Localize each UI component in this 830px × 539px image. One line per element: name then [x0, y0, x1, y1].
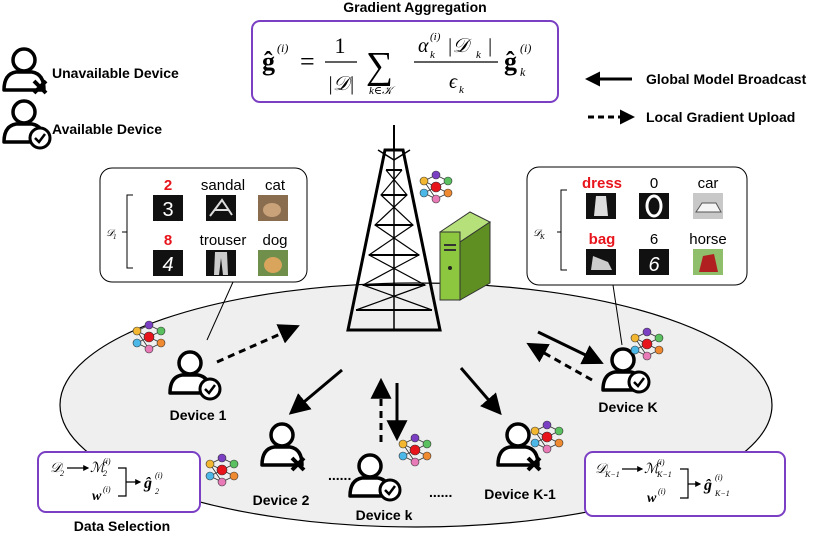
- server-model-icon: [419, 170, 453, 204]
- svg-text:k: k: [476, 49, 482, 61]
- svg-text:α: α: [418, 35, 429, 57]
- label-2: 2: [164, 177, 172, 194]
- svg-text:=: =: [300, 47, 315, 76]
- broadcast-arrow-d1: [288, 368, 343, 415]
- upload-arrow-d1: [216, 324, 300, 364]
- svg-text:(i): (i): [430, 31, 441, 43]
- svg-text:(i): (i): [657, 458, 665, 467]
- svg-text:ĝ: ĝ: [703, 477, 712, 494]
- broadcast-arrow-dK1: [459, 367, 502, 416]
- label-horse: horse: [689, 231, 727, 248]
- svg-text:(i): (i): [103, 457, 111, 466]
- deviceK-dataset-panel: [526, 166, 748, 286]
- label-dress: dress: [582, 175, 622, 192]
- label-car: car: [698, 175, 719, 192]
- mnist-4-image: [153, 250, 183, 276]
- label-sandal: sandal: [201, 177, 245, 194]
- svg-text:(i): (i): [277, 41, 288, 55]
- svg-text:|𝒟: |𝒟: [447, 35, 472, 57]
- svg-text:ℳ: ℳ: [90, 461, 107, 476]
- base-station-tower-icon: [346, 125, 442, 332]
- svg-text:(i): (i): [520, 41, 531, 55]
- dataset-d1-label: 𝒟: [106, 228, 116, 239]
- label-dog: dog: [262, 232, 287, 249]
- mnist-3-image: [153, 195, 183, 221]
- svg-text:K−1: K−1: [604, 470, 620, 479]
- left-row1: 2 sandal cat: [164, 177, 286, 194]
- svg-text:ℳ: ℳ: [644, 462, 661, 477]
- svg-text:|: |: [487, 35, 493, 57]
- svg-text:k∈𝒦: k∈𝒦: [369, 85, 396, 97]
- legend-broadcast: Global Model Broadcast: [646, 71, 807, 87]
- device2-label: Device 2: [253, 492, 310, 508]
- data-selection-label: Data Selection: [74, 518, 170, 534]
- label-8: 8: [164, 232, 172, 249]
- dots-right: ......: [429, 484, 452, 500]
- device1-dataset-panel: [99, 167, 308, 283]
- diagram-title: Gradient Aggregation: [343, 0, 486, 15]
- svg-text:ϵ: ϵ: [449, 71, 458, 93]
- svg-text:1: 1: [335, 33, 346, 58]
- devicek-label: Device k: [356, 507, 413, 523]
- data-selection-formula-device2: 𝒟 2 ℳ 2 (i) w (i) ĝ (i) 2: [50, 457, 163, 504]
- svg-text:(i): (i): [103, 485, 111, 494]
- svg-text:K−1: K−1: [656, 470, 672, 479]
- label-6: 6: [650, 231, 658, 248]
- aggregation-formula: ĝ (i) = 1 |𝒟| ∑ k∈𝒦 α (i) k |𝒟 k | ϵ k ĝ…: [262, 31, 531, 97]
- svg-text:K−1: K−1: [714, 489, 730, 498]
- deviceK-label: Device K: [598, 399, 657, 415]
- label-cat: cat: [265, 177, 286, 194]
- broadcast-arrow-dK: [537, 330, 604, 365]
- legend-available: Available Device: [52, 121, 162, 137]
- available-device-icon: [2, 99, 52, 150]
- dots-left: ......: [328, 467, 351, 483]
- svg-text:2: 2: [103, 469, 107, 478]
- sandal-image: [206, 195, 236, 221]
- svg-text:𝒟: 𝒟: [50, 461, 64, 476]
- right-row2: bag 6 horse: [589, 231, 727, 248]
- unavailable-device-icon: [2, 47, 48, 95]
- label-trouser: trouser: [200, 232, 247, 249]
- label-0: 0: [650, 175, 658, 192]
- data-selection-box-device2: [37, 451, 201, 513]
- svg-text:2: 2: [155, 487, 159, 496]
- legend-upload: Local Gradient Upload: [646, 109, 795, 125]
- svg-text:1: 1: [113, 233, 117, 241]
- dataset-dK-label: 𝒟: [533, 228, 543, 239]
- svg-text:2: 2: [60, 469, 64, 478]
- right-row1: dress 0 car: [582, 175, 718, 192]
- svg-text:ĝ: ĝ: [143, 475, 152, 492]
- svg-text:w: w: [92, 489, 102, 504]
- svg-text:6: 6: [648, 254, 660, 276]
- svg-text:|𝒟|: |𝒟|: [328, 73, 355, 95]
- data-selection-box-deviceK1: [584, 451, 786, 517]
- svg-text:w: w: [647, 491, 657, 506]
- server-icon: [439, 211, 491, 301]
- svg-text:K: K: [539, 233, 545, 241]
- label-bag: bag: [589, 231, 616, 248]
- formula-box: [251, 20, 559, 103]
- svg-text:(i): (i): [715, 473, 723, 482]
- mnist-6-image: [639, 249, 669, 275]
- svg-text:k: k: [459, 84, 465, 96]
- svg-text:k: k: [430, 49, 436, 61]
- svg-text:k: k: [520, 65, 526, 79]
- device1-label: Device 1: [170, 407, 227, 423]
- svg-text:ĝ: ĝ: [504, 47, 517, 76]
- deviceK1-label: Device K-1: [484, 486, 556, 502]
- svg-text:4: 4: [162, 254, 173, 276]
- legend-unavailable: Unavailable Device: [52, 65, 179, 81]
- svg-text:ĝ: ĝ: [262, 47, 275, 76]
- svg-text:∑: ∑: [366, 45, 393, 87]
- svg-text:𝒟: 𝒟: [595, 462, 609, 477]
- data-selection-formula-deviceK1: 𝒟 K−1 ℳ K−1 (i) w (i) ĝ (i) K−1: [595, 458, 730, 506]
- left-row2: 8 trouser dog: [164, 232, 288, 249]
- svg-text:(i): (i): [155, 471, 163, 480]
- svg-text:3: 3: [162, 199, 173, 221]
- svg-text:(i): (i): [658, 487, 666, 496]
